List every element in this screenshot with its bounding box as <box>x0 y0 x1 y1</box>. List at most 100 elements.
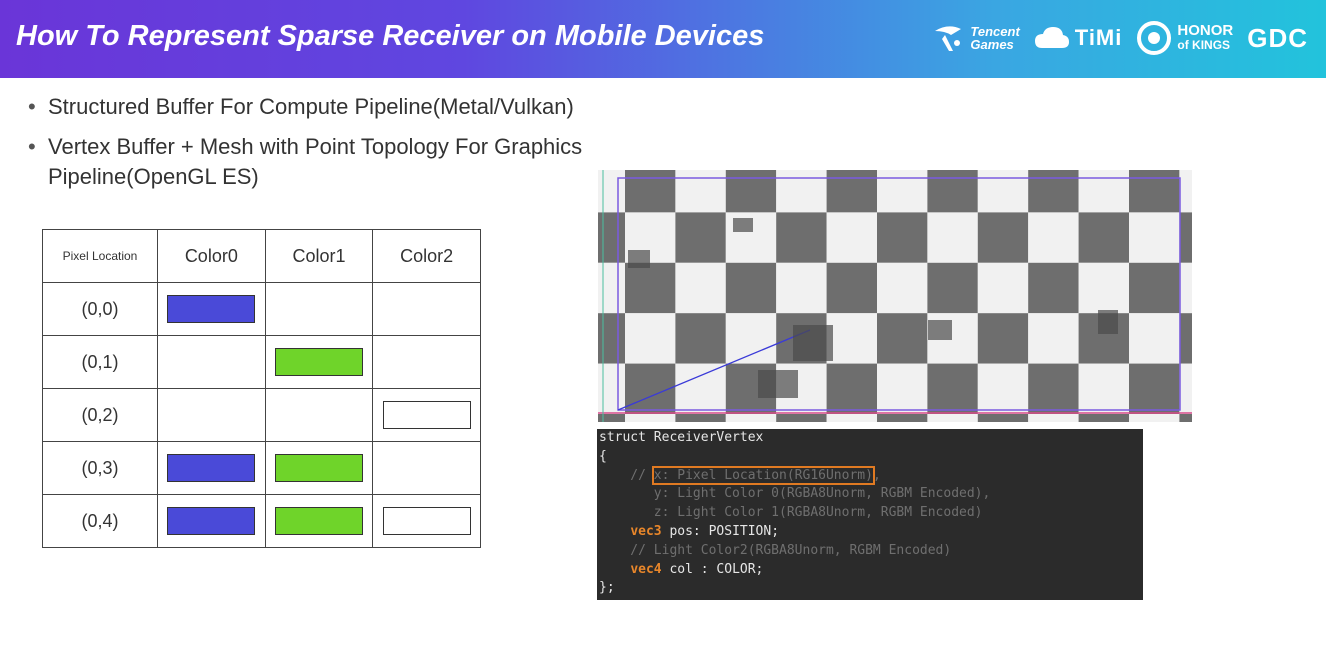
checker-tile <box>625 363 676 414</box>
checker-tile <box>877 363 928 414</box>
viewport-frame <box>617 177 1181 411</box>
checker-tile <box>725 262 777 314</box>
color1-cell <box>264 441 374 495</box>
checker-tile <box>675 313 726 364</box>
checker-tile <box>625 313 676 364</box>
checker-tile <box>1129 363 1180 414</box>
checker-tile <box>725 414 777 422</box>
pixel-location-cell: (0,1) <box>42 335 158 389</box>
checker-tile <box>1179 212 1192 263</box>
checker-tile <box>927 212 978 263</box>
checker-tile <box>598 170 625 213</box>
diagonal-guide-line <box>617 329 811 411</box>
checker-tile <box>977 212 1029 263</box>
color0-swatch <box>167 507 256 535</box>
checker-tile <box>826 212 877 263</box>
gdc-logo: GDC <box>1247 22 1308 53</box>
checker-tile <box>826 363 877 414</box>
checker-tile <box>977 262 1029 314</box>
checker-tile <box>826 262 877 314</box>
checker-tile <box>1028 414 1079 422</box>
code-line: // x: Pixel Location(RG16Unorm), <box>599 465 881 485</box>
checker-tile <box>675 212 726 263</box>
checker-tile <box>1129 262 1180 314</box>
code-block: struct ReceiverVertex{ // x: Pixel Locat… <box>597 429 1143 600</box>
checker-tile <box>826 414 877 422</box>
slide-title: How To Represent Sparse Receiver on Mobi… <box>16 20 765 52</box>
checker-tile <box>625 414 676 422</box>
checker-tile <box>598 313 625 364</box>
shadow-artifact <box>733 218 753 232</box>
checker-tile <box>877 313 928 364</box>
checker-tile <box>598 262 625 314</box>
color1-swatch <box>274 507 363 535</box>
checker-tile <box>977 414 1029 422</box>
color0-swatch <box>167 295 256 323</box>
checker-tile <box>1028 212 1079 263</box>
code-line: // Light Color2(RGBA8Unorm, RGBM Encoded… <box>599 542 952 558</box>
checker-tile <box>877 262 928 314</box>
code-line: y: Light Color 0(RGBA8Unorm, RGBM Encode… <box>599 486 991 502</box>
checker-tile <box>1179 313 1192 364</box>
shadow-artifact <box>928 320 952 340</box>
color0-swatch <box>167 454 256 482</box>
checker-tile <box>1078 363 1129 414</box>
cloud-icon <box>1034 27 1069 48</box>
column-header-color1: Color1 <box>264 229 374 283</box>
bullet-item: Vertex Buffer + Mesh with Point Topology… <box>26 132 748 192</box>
checker-tile <box>625 170 676 213</box>
pixel-location-cell: (0,4) <box>42 494 158 548</box>
code-line: }; <box>599 580 615 596</box>
checker-tile <box>725 313 777 364</box>
checker-tile <box>1129 313 1180 364</box>
checker-tile <box>877 212 928 263</box>
checkerboard-texture <box>598 170 1192 422</box>
checker-tile <box>1179 414 1192 422</box>
checker-tile <box>1078 414 1129 422</box>
checker-tile <box>1078 212 1129 263</box>
column-header-pixel-location: Pixel Location <box>42 229 158 283</box>
color0-cell <box>157 388 266 442</box>
checker-tile <box>977 313 1029 364</box>
code-line: vec3 pos: POSITION; <box>630 523 780 539</box>
checker-tile <box>675 262 726 314</box>
shadow-artifact <box>1098 310 1118 334</box>
checker-tile <box>977 170 1029 213</box>
code-line: struct ReceiverVertex <box>599 430 764 445</box>
color2-swatch <box>382 507 471 535</box>
color0-cell <box>157 335 266 389</box>
checker-tile <box>725 170 777 213</box>
checker-tile <box>1179 363 1192 414</box>
checker-tile <box>598 212 625 263</box>
color0-cell <box>157 441 266 495</box>
checker-tile <box>675 363 726 414</box>
table-row: (0,4) <box>42 494 481 548</box>
pixel-location-cell: (0,0) <box>42 282 158 336</box>
checker-tile <box>776 212 827 263</box>
color1-swatch <box>274 348 363 376</box>
bullet-list: Structured Buffer For Compute Pipeline(M… <box>26 92 746 202</box>
checker-tile <box>1028 363 1079 414</box>
table-body: (0,0)(0,1)(0,2)(0,3)(0,4) <box>42 282 481 548</box>
bullet-item: Structured Buffer For Compute Pipeline(M… <box>26 92 746 122</box>
color1-cell <box>264 494 374 548</box>
title-bar: How To Represent Sparse Receiver on Mobi… <box>0 0 1326 78</box>
pixel-location-cell: (0,2) <box>42 388 158 442</box>
checker-tile <box>776 414 827 422</box>
pixel-location-cell: (0,3) <box>42 441 158 495</box>
color1-cell <box>264 282 374 336</box>
color1-swatch <box>274 454 363 482</box>
color2-cell <box>372 494 481 548</box>
highlighted-comment: x: Pixel Location(RG16Unorm) <box>651 465 875 485</box>
shadow-artifact <box>758 370 798 398</box>
checker-tile <box>1078 262 1129 314</box>
timi-logo: TiMi <box>1034 24 1123 52</box>
color1-cell <box>264 335 374 389</box>
color0-cell <box>157 494 266 548</box>
column-header-color0: Color0 <box>157 229 266 283</box>
checker-tile <box>675 170 726 213</box>
checker-tile <box>675 414 726 422</box>
color2-cell <box>372 335 481 389</box>
